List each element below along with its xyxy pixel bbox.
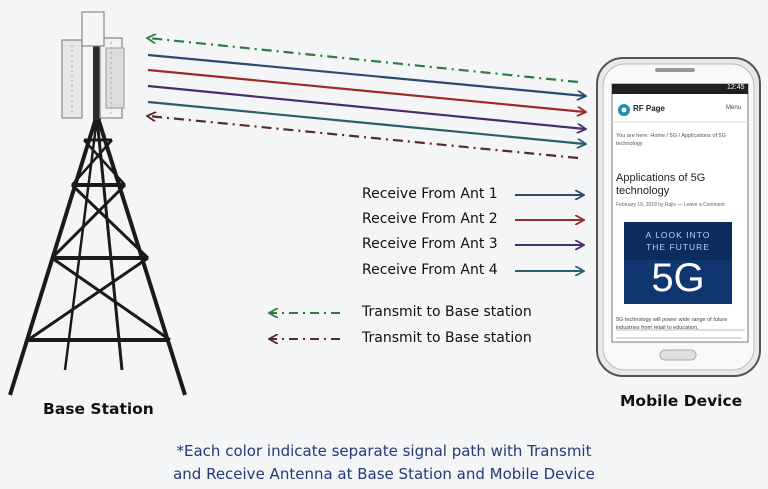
phone-menu-button[interactable]: Menu xyxy=(726,105,741,111)
footnote: *Each color indicate separate signal pat… xyxy=(0,440,768,486)
footnote-line1: *Each color indicate separate signal pat… xyxy=(0,440,768,463)
legend-transmit-green: Transmit to Base station xyxy=(362,304,532,320)
phone-banner-line1: A LOOK INTO xyxy=(624,230,732,240)
phone-banner-5g: 5G xyxy=(624,256,732,301)
phone-article-meta: February 19, 2018 by Rajiv — Leave a Com… xyxy=(616,202,746,208)
phone-site-name: RF Page xyxy=(633,104,665,113)
base-station-tower-icon xyxy=(10,12,185,395)
phone-breadcrumb: You are here: Home / 5G / Applications o… xyxy=(616,132,744,148)
legend-receive-ant2: Receive From Ant 2 xyxy=(362,211,498,227)
legend-receive-ant4: Receive From Ant 4 xyxy=(362,262,498,278)
phone-body-text: 5G technology will power wide range of f… xyxy=(616,316,744,332)
footnote-line2: and Receive Antenna at Base Station and … xyxy=(0,463,768,486)
legend-receive-ant3: Receive From Ant 3 xyxy=(362,236,498,252)
base-station-caption: Base Station xyxy=(43,400,154,418)
mobile-device-caption: Mobile Device xyxy=(620,392,742,410)
phone-article-title: Applications of 5G technology xyxy=(616,172,744,198)
phone-banner-line2: THE FUTURE xyxy=(624,242,732,252)
legend-receive-ant1: Receive From Ant 1 xyxy=(362,186,498,202)
legend-transmit-brown: Transmit to Base station xyxy=(362,330,532,346)
phone-status-time: 12:45 xyxy=(727,84,745,91)
